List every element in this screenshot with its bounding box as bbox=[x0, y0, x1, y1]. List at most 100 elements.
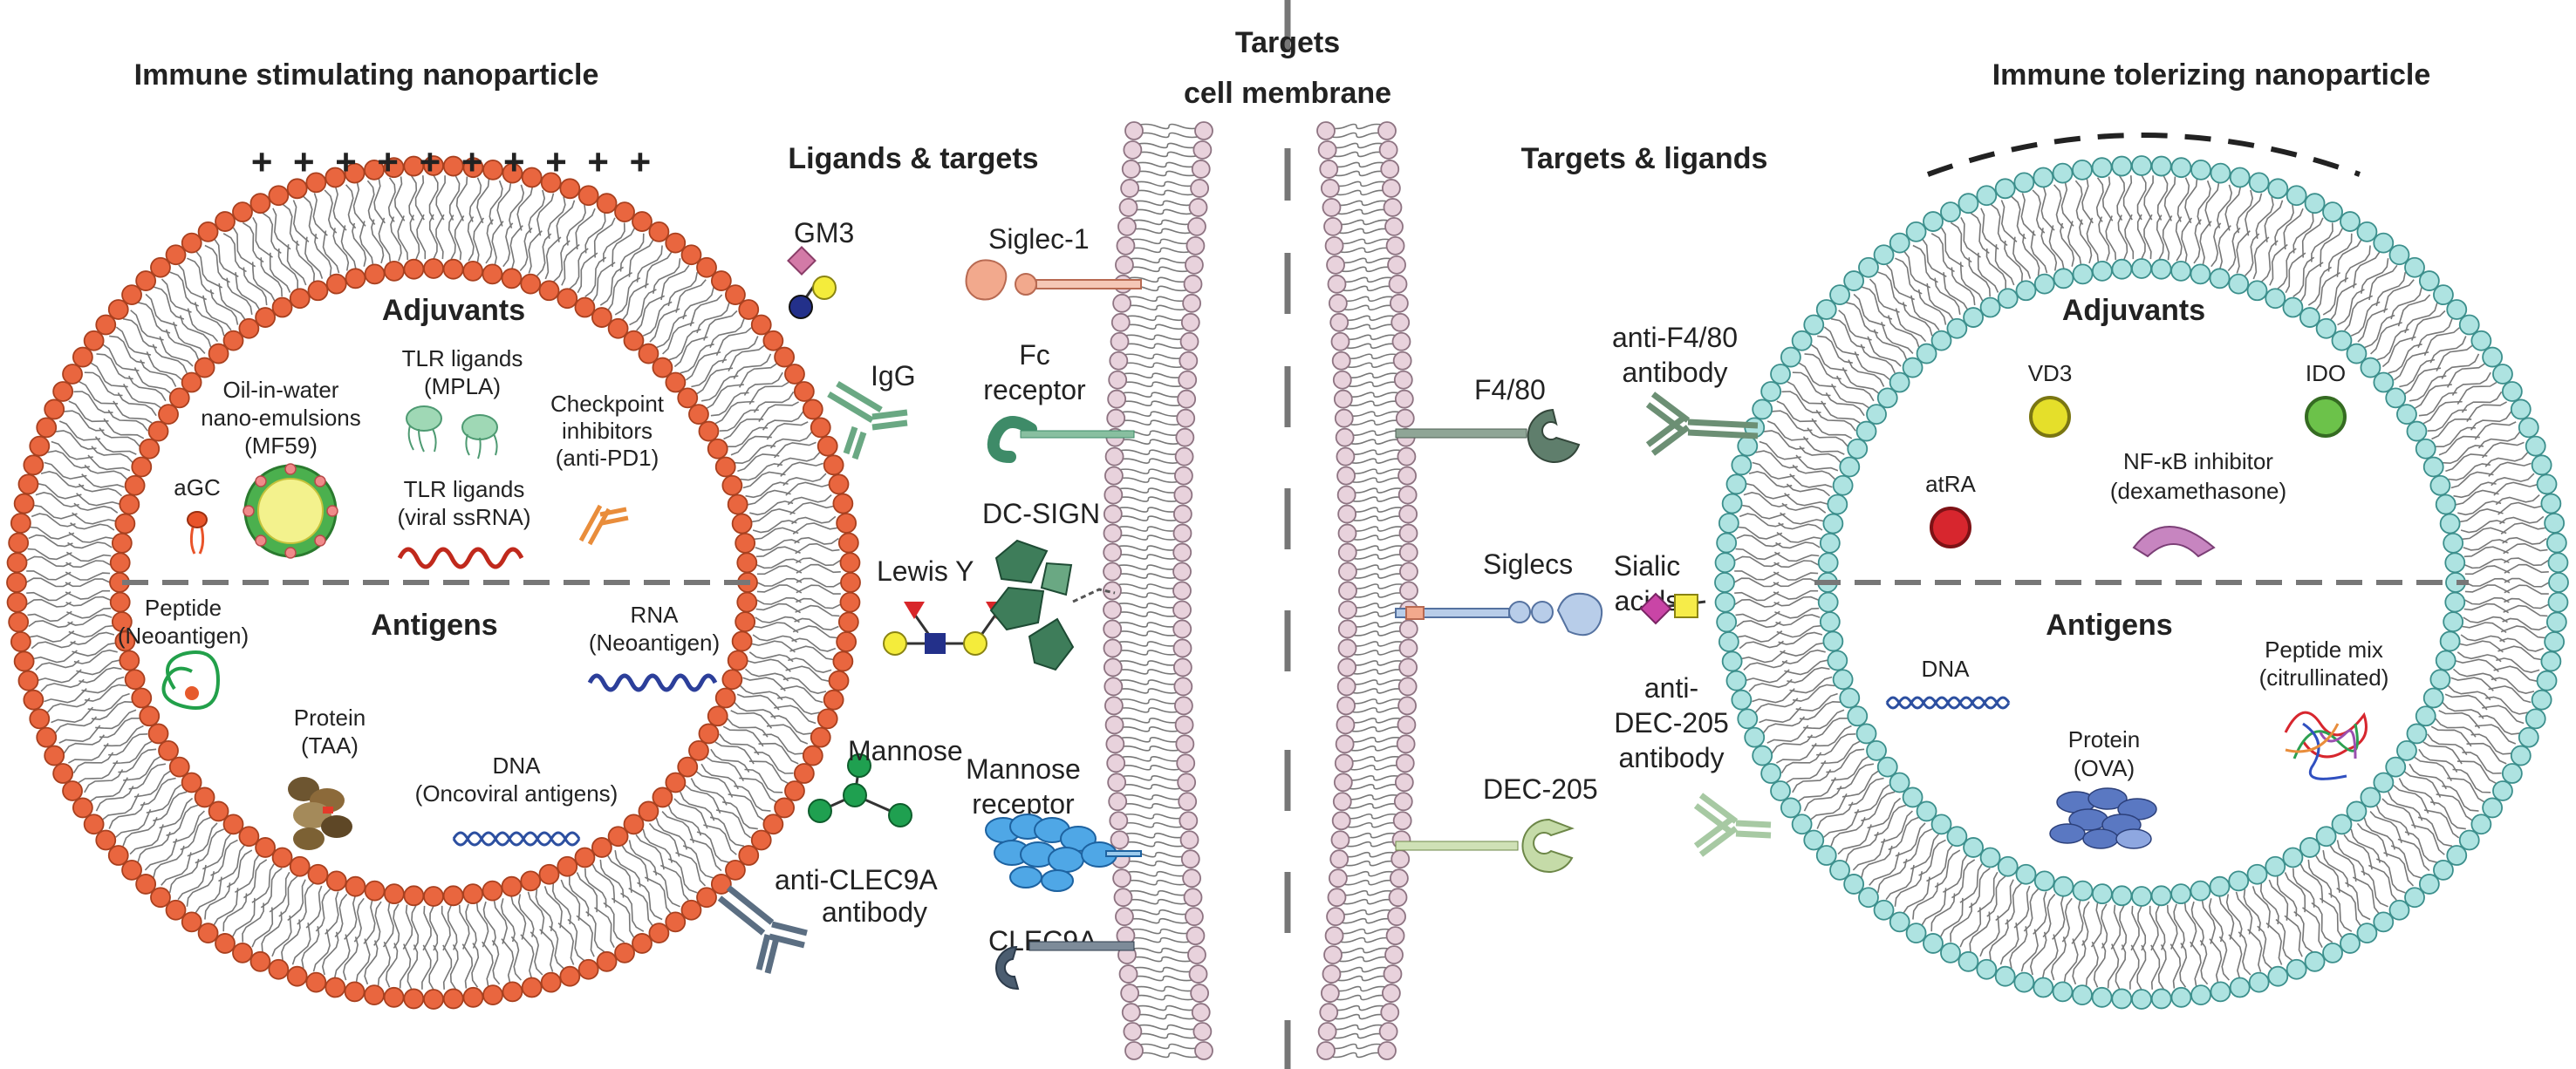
oil-label-2: nano-emulsions bbox=[201, 405, 361, 431]
tolerizing-bilayer-heads bbox=[1714, 155, 2569, 1010]
citrullinated-peptide-mix-icon bbox=[2284, 711, 2368, 780]
ova-protein-label-2: (OVA) bbox=[2074, 755, 2135, 781]
cell-membrane-right-bilayer bbox=[1316, 121, 1418, 1060]
agc-label: aGC bbox=[174, 474, 220, 500]
peptide-label-1: Peptide bbox=[145, 595, 222, 621]
oil-emulsion-droplet-icon bbox=[243, 463, 338, 559]
mannose-receptor-icon bbox=[985, 814, 1142, 892]
sialic-acid-glycan-icon bbox=[1639, 592, 1706, 625]
fc-receptor-label-1: Fc bbox=[1019, 339, 1050, 371]
peptide-label-2: (Neoantigen) bbox=[118, 623, 249, 649]
tlr-ssrna-label-2: (viral ssRNA) bbox=[397, 504, 530, 530]
ido-molecule-icon bbox=[2305, 396, 2347, 438]
peptide-mix-label-1: Peptide mix bbox=[2265, 637, 2383, 663]
nfkb-label-2: (dexamethasone) bbox=[2110, 478, 2286, 504]
agc-molecule-icon bbox=[187, 511, 208, 555]
checkpoint-label-3: (anti-PD1) bbox=[556, 445, 659, 471]
viral-ssrna-wave-icon bbox=[397, 547, 524, 569]
vd3-label: VD3 bbox=[2028, 360, 2073, 386]
nfkb-label-1: NF-κB inhibitor bbox=[2123, 448, 2273, 474]
right-adjuvants-heading: Adjuvants bbox=[2062, 294, 2205, 327]
anti-f480-label-1: anti-F4/80 bbox=[1612, 322, 1738, 353]
dexamethasone-inhibitor-icon bbox=[2132, 526, 2216, 558]
oncoviral-dna-helix-icon bbox=[452, 831, 581, 847]
fc-receptor-icon bbox=[987, 416, 1135, 463]
negative-charge-arc bbox=[1926, 133, 2361, 177]
tolerizing-bilayer-tails bbox=[1733, 174, 2550, 991]
ido-label: IDO bbox=[2306, 360, 2346, 386]
igg-antibody-icon bbox=[827, 380, 908, 460]
siglec-1-receptor-icon bbox=[965, 259, 1142, 301]
stimulating-bilayer-heads bbox=[6, 155, 861, 1010]
dec-205-receptor-icon bbox=[1395, 818, 1575, 873]
dc-sign-label: DC-SIGN bbox=[982, 498, 1100, 529]
lewis-y-label: Lewis Y bbox=[877, 555, 974, 587]
anti-f480-antibody-icon bbox=[1645, 392, 1759, 456]
right-dna-label: DNA bbox=[1922, 656, 1971, 682]
checkpoint-label-1: Checkpoint bbox=[550, 391, 665, 417]
tlr-mpla-label-2: (MPLA) bbox=[424, 373, 501, 399]
left-adjuvants-heading: Adjuvants bbox=[382, 294, 525, 327]
anti-dec205-label-2: DEC-205 bbox=[1614, 707, 1729, 739]
anti-dec205-label-1: anti- bbox=[1644, 672, 1698, 704]
f480-label: F4/80 bbox=[1474, 374, 1546, 405]
mannose-glycan-icon bbox=[808, 753, 912, 827]
membrane-left-heads bbox=[1103, 121, 1213, 1060]
oil-label-3: (MF59) bbox=[244, 432, 318, 459]
mannose-label: Mannose bbox=[848, 735, 963, 766]
stimulating-nanoparticle-bilayer bbox=[6, 155, 861, 1010]
rna-label-2: (Neoantigen) bbox=[589, 630, 720, 656]
stimulating-title: Immune stimulating nanoparticle bbox=[134, 58, 599, 92]
tolerizing-title: Immune tolerizing nanoparticle bbox=[1992, 58, 2431, 92]
protein-label-2: (TAA) bbox=[301, 732, 359, 759]
dc-sign-receptor-icon bbox=[989, 539, 1116, 671]
right-antigens-heading: Antigens bbox=[2046, 609, 2172, 642]
anti-pd1-antibody-icon bbox=[578, 504, 629, 546]
anti-clec9a-label-1: anti-CLEC9A bbox=[775, 864, 938, 895]
fc-receptor-label-2: receptor bbox=[983, 374, 1086, 405]
igg-label: IgG bbox=[871, 360, 916, 392]
clec9a-receptor-icon bbox=[995, 941, 1135, 991]
anti-clec9a-label-2: antibody bbox=[822, 896, 927, 928]
mannose-receptor-label-1: Mannose bbox=[966, 753, 1081, 785]
tlr-mpla-label-1: TLR ligands bbox=[402, 345, 523, 371]
siglecs-receptor-icon bbox=[1395, 592, 1603, 637]
oil-label-1: Oil-in-water bbox=[223, 377, 339, 403]
center-title-line2: cell membrane bbox=[1184, 77, 1391, 110]
positive-charge-signs: + + + + + + + + + + bbox=[251, 141, 656, 182]
lewis-y-glycan-icon bbox=[883, 602, 1007, 656]
siglecs-label: Siglecs bbox=[1483, 548, 1573, 580]
right-dna-helix-icon bbox=[1885, 696, 2011, 710]
membrane-left-tails bbox=[1111, 123, 1205, 1059]
center-title-line1: Targets bbox=[1235, 26, 1340, 59]
dna-label-1: DNA bbox=[493, 752, 542, 779]
ligands-targets-heading: Ligands & targets bbox=[788, 142, 1038, 175]
vd3-molecule-icon bbox=[2029, 396, 2071, 438]
tlr-ssrna-label-1: TLR ligands bbox=[404, 476, 525, 502]
stimulating-bilayer-tails bbox=[25, 174, 842, 991]
targets-ligands-heading: Targets & ligands bbox=[1521, 142, 1768, 175]
cell-membrane-left-bilayer bbox=[1103, 121, 1213, 1060]
gm3-glycan-icon bbox=[787, 246, 837, 319]
rna-neoantigen-wave-icon bbox=[587, 673, 718, 692]
atra-molecule-icon bbox=[1930, 507, 1971, 548]
checkpoint-label-2: inhibitors bbox=[562, 418, 653, 444]
protein-label-1: Protein bbox=[294, 705, 366, 731]
sialic-acids-label-1: Sialic bbox=[1614, 550, 1680, 582]
gm3-label: GM3 bbox=[794, 217, 854, 249]
dec-205-label: DEC-205 bbox=[1483, 773, 1598, 805]
f480-receptor-icon bbox=[1395, 408, 1581, 463]
atra-label: atRA bbox=[1925, 471, 1976, 497]
tlr-mpla-ligand-icon bbox=[406, 405, 498, 460]
tolerizing-nanoparticle-bilayer bbox=[1714, 155, 2569, 1010]
anti-dec205-label-3: antibody bbox=[1619, 742, 1725, 773]
peptide-neoantigen-icon bbox=[161, 650, 221, 710]
ova-protein-icon bbox=[2049, 787, 2157, 849]
anti-dec205-antibody-icon bbox=[1693, 793, 1772, 857]
anti-clec9a-antibody-icon bbox=[717, 885, 808, 974]
ova-protein-label-1: Protein bbox=[2068, 726, 2140, 752]
peptide-mix-label-2: (citrullinated) bbox=[2259, 664, 2389, 691]
dna-label-2: (Oncoviral antigens) bbox=[415, 780, 618, 807]
siglec-1-label: Siglec-1 bbox=[988, 223, 1090, 255]
